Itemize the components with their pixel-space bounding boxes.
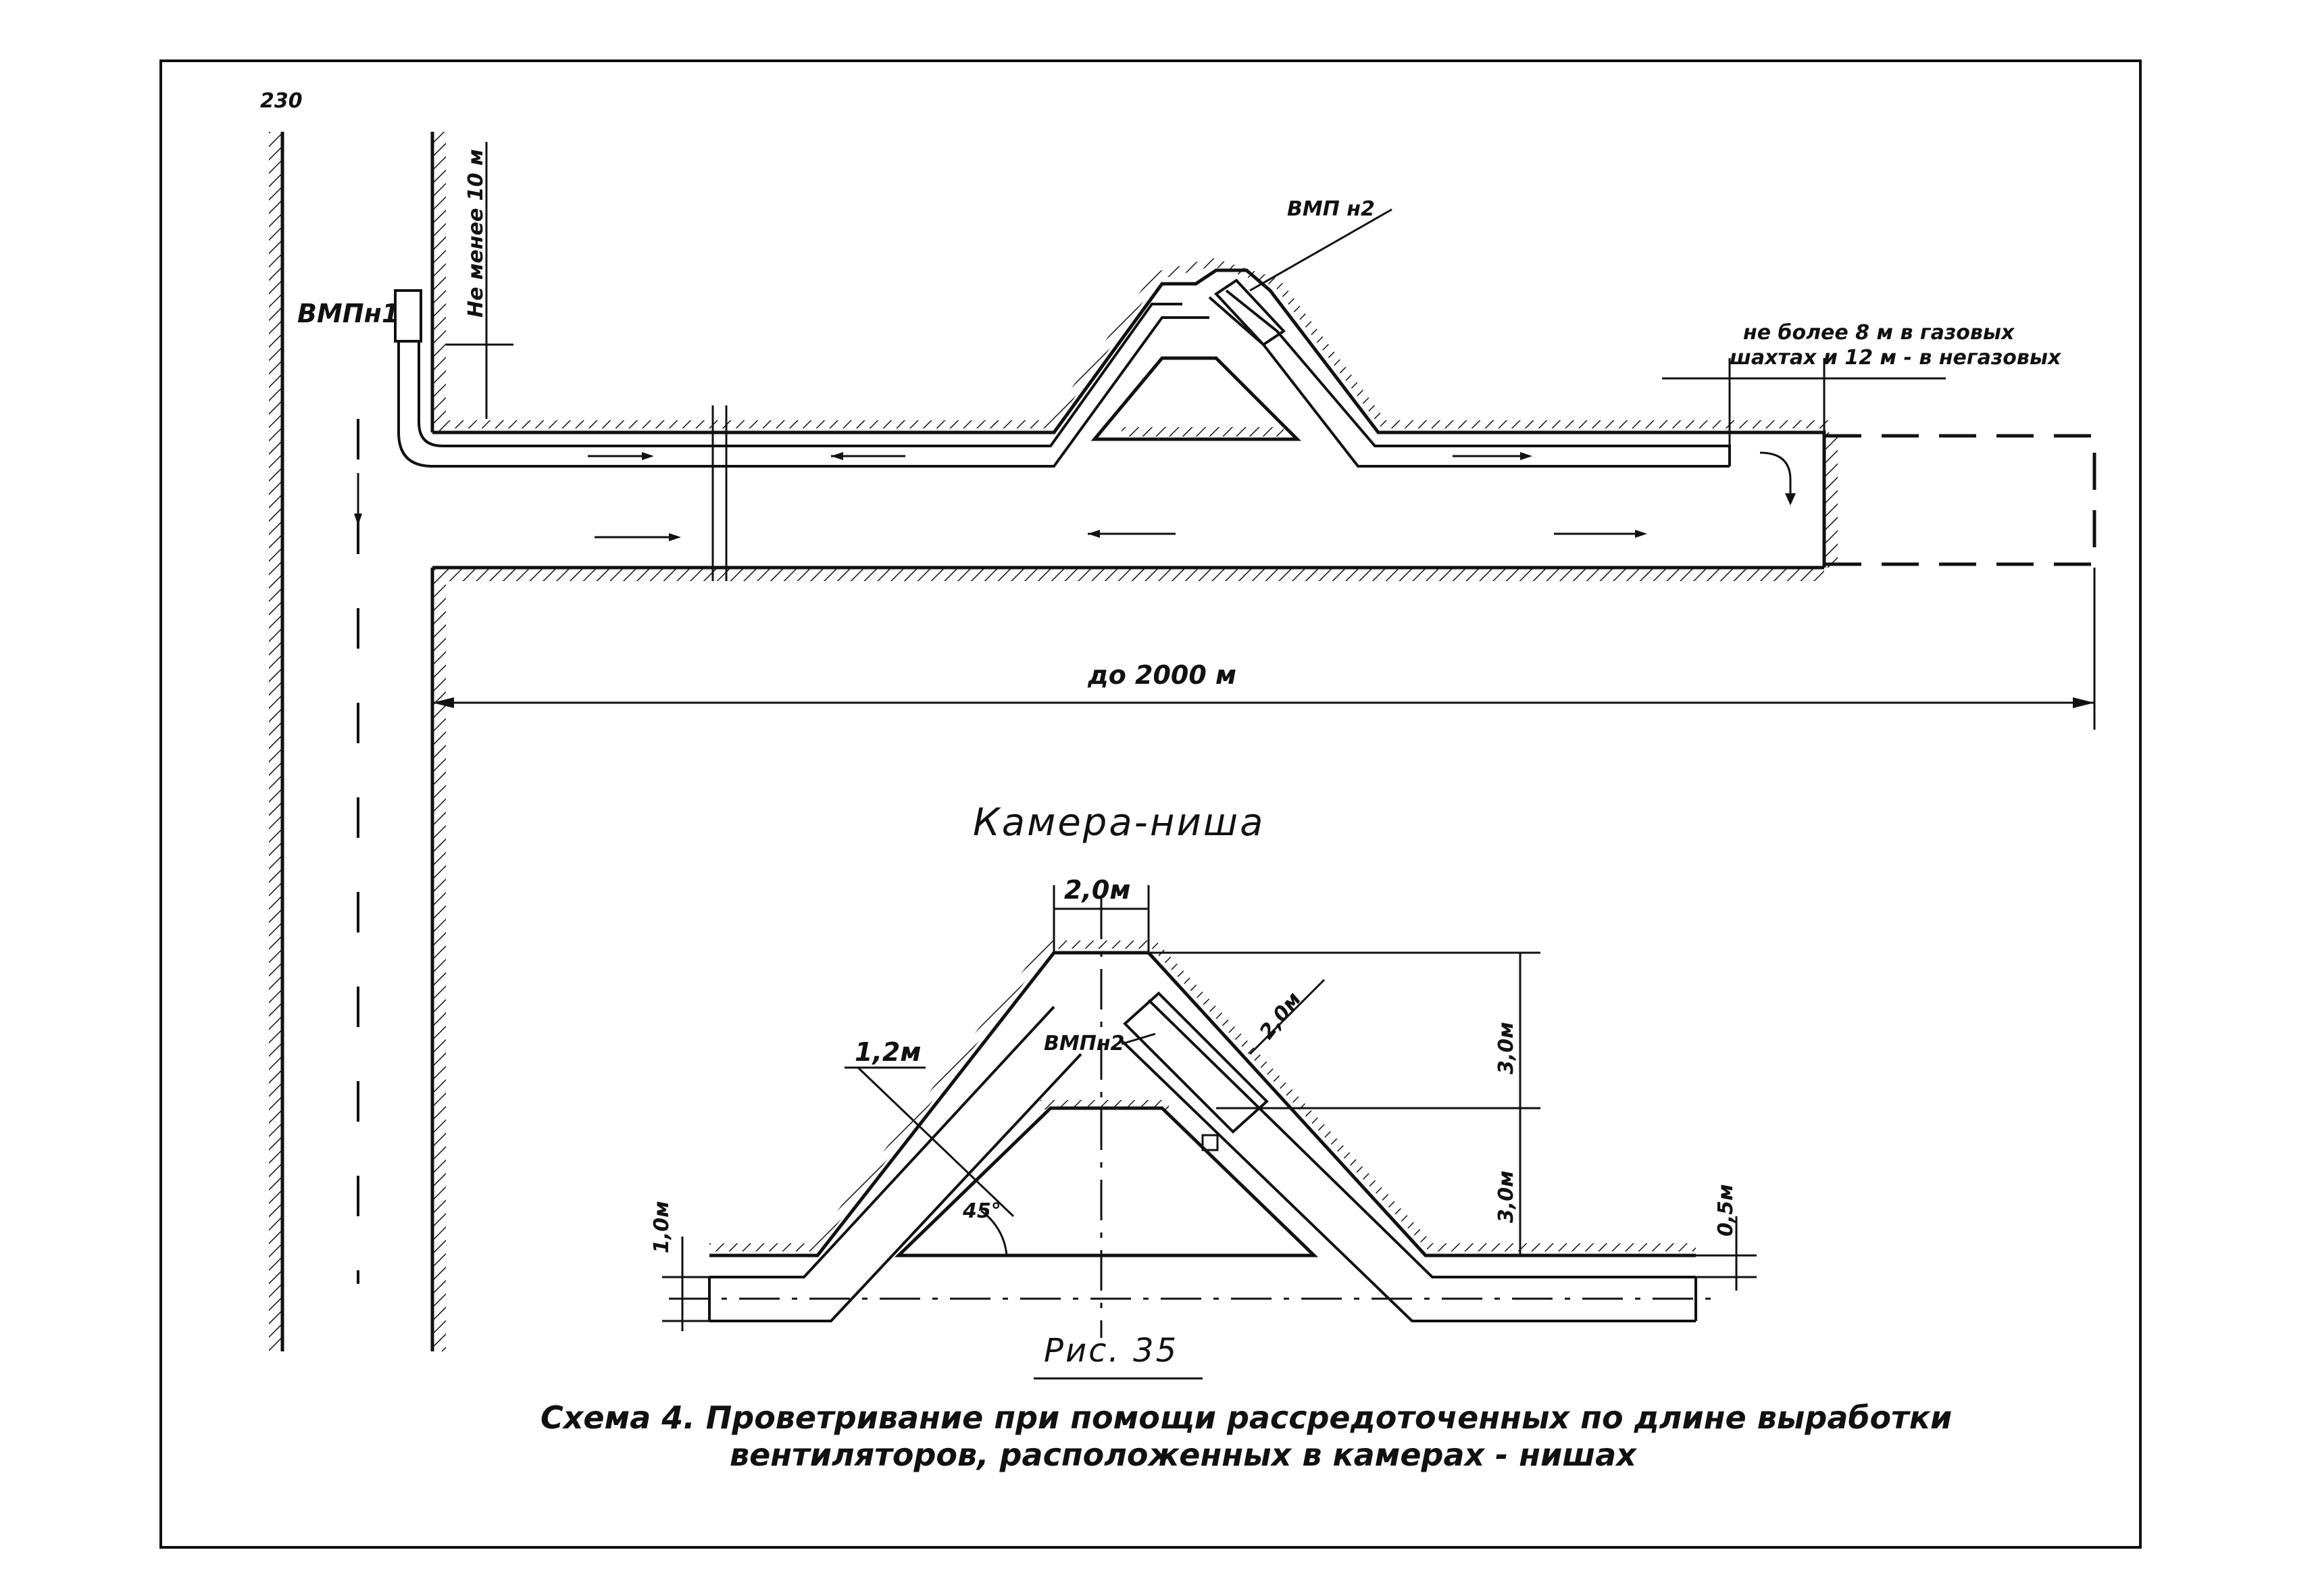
duct-fan1 [397,316,1209,468]
shaft-left-hatch [269,132,282,1351]
fan1-label: ВМПн1 [297,299,400,328]
chamber-top-hatch [709,941,1696,1251]
duct-fan1-outer [418,303,1182,447]
planned-extension [1824,434,2096,566]
chamber-pillar-hatch [1040,1100,1169,1109]
fan2-body [1213,278,1286,347]
chamber-duct-left-outer [709,1053,1082,1322]
chamber-left-height-label: 1,0м [650,1201,674,1253]
niche-pillar [1090,356,1302,441]
min-distance-label: Не менее 10 м [464,149,488,318]
fan-label-leader [1121,1032,1156,1045]
dim-length-arrow-left [432,697,454,708]
chamber-fan-motor [1201,1134,1219,1151]
outlet-arrow [1785,493,1796,505]
chamber-duct-right-outer [1120,1039,1696,1322]
chamber-angle-label: 45° [963,1199,1001,1223]
page-number: 230 [260,89,303,113]
chamber-title: Камера-ниша [973,801,1265,845]
pipe-leader [857,1066,1015,1218]
chamber-height-lower-label: 3,0м [1494,1170,1518,1223]
dim-length-arrow-right [2073,697,2094,708]
caption-line2: вентиляторов, расположенных в камерах - … [730,1437,1636,1473]
fan-length-leader [1249,978,1326,1055]
angle-arc [980,1210,1008,1256]
chamber-fan-label: ВМПн2 [1044,1032,1125,1055]
chamber-duct-left-inner [709,1005,1055,1278]
fan2-leader [1249,208,1392,292]
length-label: до 2000 м [1088,660,1237,690]
chamber-height-upper-label: 3,0м [1494,1022,1518,1074]
chamber-detail [662,885,1757,1380]
drift-top-hatch [446,257,1831,428]
chamber-duct-right-inner [1147,999,1696,1278]
chamber-pipe-label: 1,2м [855,1037,922,1067]
figure-label: Рис. 35 [1044,1332,1179,1370]
page-frame [159,59,2142,1549]
max-distance-line2: шахтах и 12 м - в негазовых [1730,346,2061,370]
caption-line1: Схема 4. Проветривание при помощи рассре… [540,1399,1953,1436]
max-distance-line1: не более 8 м в газовых [1743,321,2015,345]
face-hatch [1824,432,1838,568]
shaft-right-hatch-upper [432,132,446,432]
fan1-body [394,289,422,343]
duct-fan2 [1208,296,1730,468]
shaft-right-hatch-lower [432,568,446,1351]
chamber-width-label: 2,0м [1064,875,1131,905]
chamber-right-height-label: 0,5м [1714,1184,1738,1237]
niche-pillar-hatch [1122,427,1284,437]
top-scheme [269,132,2096,1351]
chamber-fan-body [1123,991,1269,1134]
duct-outlet [1759,451,1792,500]
fan2-label: ВМП н2 [1287,197,1375,221]
airflow-arrows [354,452,1647,541]
drift-bottom-hatch [446,568,1824,581]
